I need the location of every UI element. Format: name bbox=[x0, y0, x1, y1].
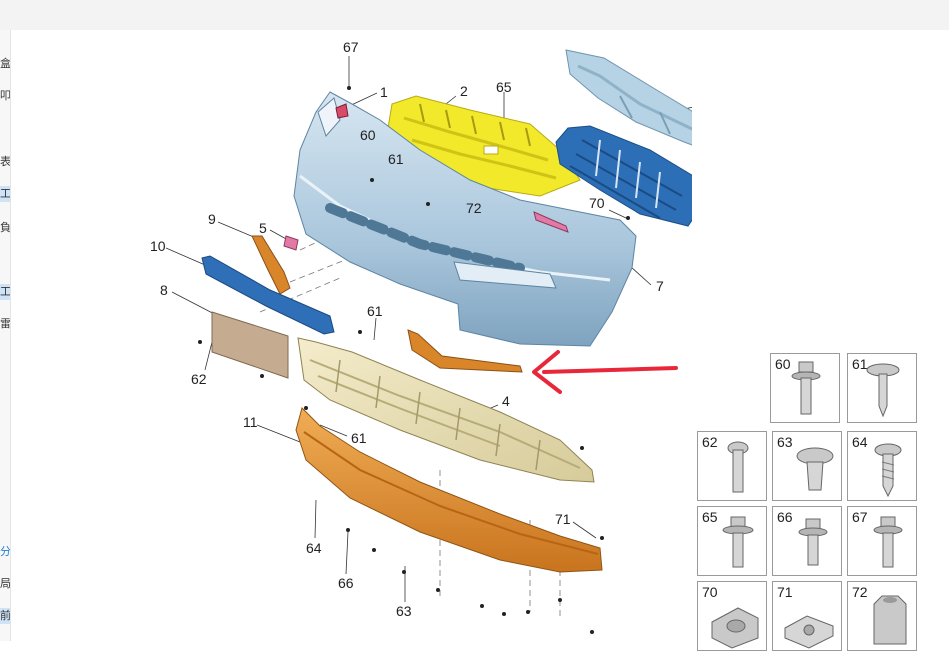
side-trim bbox=[251, 235, 291, 295]
side-panel-item[interactable]: 分 bbox=[0, 546, 10, 558]
side-panel: 盒 叩 表 工 負 工 雷 分 局 前 bbox=[0, 30, 11, 641]
legend-number: 71 bbox=[777, 584, 793, 600]
callout-63: 63 bbox=[396, 603, 412, 619]
license-plate-bracket bbox=[211, 311, 289, 379]
legend-cell: 61 bbox=[847, 353, 917, 423]
bumper-cover bbox=[293, 91, 637, 347]
legend-cell: 66 bbox=[772, 506, 842, 576]
lower-side-trim bbox=[407, 329, 523, 373]
legend-number: 63 bbox=[777, 434, 793, 450]
side-panel-item[interactable]: 叩 bbox=[0, 90, 10, 102]
legend-cell: 71 bbox=[772, 581, 842, 651]
callout-2: 2 bbox=[460, 83, 468, 99]
legend-number: 62 bbox=[702, 434, 718, 450]
legend-cell: 60 bbox=[770, 353, 840, 423]
side-panel-item[interactable]: 表 bbox=[0, 156, 10, 168]
legend-number: 72 bbox=[852, 584, 868, 600]
callout-61: 61 bbox=[367, 303, 383, 319]
callout-67: 67 bbox=[343, 39, 359, 55]
center-bracket bbox=[533, 211, 569, 233]
legend-number: 66 bbox=[777, 509, 793, 525]
skid-plate bbox=[297, 337, 595, 483]
trim-strip bbox=[201, 255, 335, 335]
side-panel-item[interactable]: 負 bbox=[0, 222, 10, 234]
pointer-arrow bbox=[532, 350, 678, 394]
hex-spacer-icon bbox=[873, 595, 907, 645]
torx-bolt-icon bbox=[727, 441, 749, 493]
grille bbox=[555, 125, 692, 227]
legend-number: 61 bbox=[852, 356, 868, 372]
legend-cell: 64 bbox=[847, 431, 917, 501]
callout-7: 7 bbox=[656, 278, 664, 294]
callout-66: 66 bbox=[338, 575, 354, 591]
fastener-markers bbox=[198, 86, 630, 634]
side-panel-item[interactable]: 盒 bbox=[0, 58, 10, 70]
callout-61: 61 bbox=[351, 430, 367, 446]
legend-cell: 67 bbox=[847, 506, 917, 576]
callout-65: 65 bbox=[496, 79, 512, 95]
legend-cell: 63 bbox=[772, 431, 842, 501]
washer-screw-icon bbox=[866, 363, 900, 418]
hex-bolt-icon bbox=[798, 518, 828, 566]
callout-5: 5 bbox=[259, 220, 267, 236]
callout-1: 1 bbox=[380, 84, 388, 100]
side-panel-item[interactable]: 雷 bbox=[0, 318, 10, 330]
legend-number: 67 bbox=[852, 509, 868, 525]
clip-nut-icon bbox=[711, 607, 759, 649]
tapping-screw-icon bbox=[874, 443, 902, 498]
callout-61: 61 bbox=[388, 151, 404, 167]
side-panel-item[interactable]: 工 bbox=[0, 186, 10, 202]
legend-number: 70 bbox=[702, 584, 718, 600]
side-panel-item[interactable]: 工 bbox=[0, 284, 10, 300]
legend-number: 65 bbox=[702, 509, 718, 525]
energy-absorber bbox=[387, 95, 581, 197]
callout-labels: 67 1 2 65 3 60 61 72 70 61 6 7 9 5 10 8 … bbox=[150, 39, 664, 619]
legend-cell: 72 bbox=[847, 581, 917, 651]
exploded-parts-diagram: 67 1 2 65 3 60 61 72 70 61 6 7 9 5 10 8 … bbox=[150, 39, 692, 634]
legend-number: 60 bbox=[775, 356, 791, 372]
legend-number: 64 bbox=[852, 434, 868, 450]
callout-70: 70 bbox=[589, 195, 605, 211]
legend-cell: 62 bbox=[697, 431, 767, 501]
callout-8: 8 bbox=[160, 282, 168, 298]
lower-lip-spoiler bbox=[295, 407, 603, 573]
callout-71: 71 bbox=[555, 511, 571, 527]
push-rivet-icon bbox=[796, 447, 834, 491]
top-toolbar bbox=[0, 0, 949, 30]
side-panel-item[interactable]: 局 bbox=[0, 578, 10, 590]
flange-bolt-icon bbox=[791, 361, 821, 415]
hex-washer-bolt-icon bbox=[722, 516, 754, 568]
reinforcement-beam bbox=[565, 49, 692, 146]
callout-11: 11 bbox=[243, 414, 258, 430]
hex-screw-icon bbox=[873, 516, 903, 568]
legend-cell: 70 bbox=[697, 581, 767, 651]
legend-cell: 65 bbox=[697, 506, 767, 576]
clip-part bbox=[283, 235, 299, 251]
callout-4: 4 bbox=[502, 393, 510, 409]
callout-62: 62 bbox=[191, 371, 207, 387]
spring-nut-icon bbox=[784, 615, 834, 649]
callout-9: 9 bbox=[208, 211, 216, 227]
callout-60: 60 bbox=[360, 127, 376, 143]
side-panel-item[interactable]: 前 bbox=[0, 608, 10, 624]
callout-64: 64 bbox=[306, 540, 322, 556]
cover-bracket bbox=[335, 103, 349, 119]
callout-10: 10 bbox=[150, 238, 166, 254]
callout-72: 72 bbox=[466, 200, 482, 216]
